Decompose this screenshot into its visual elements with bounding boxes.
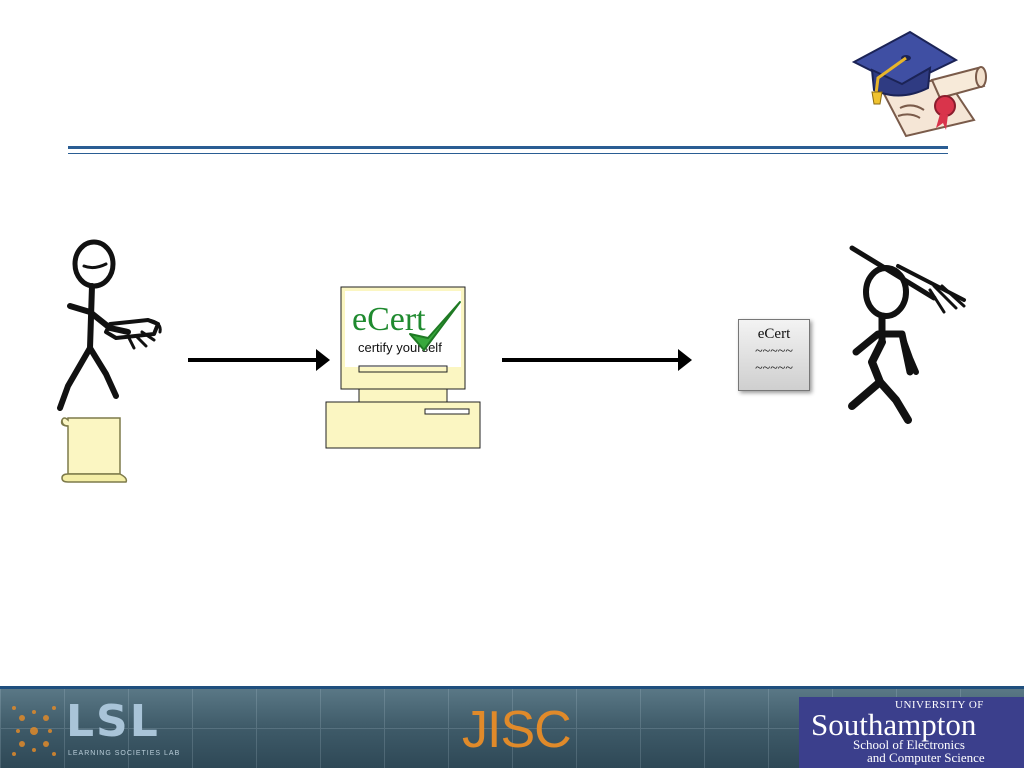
jisc-logo: JISC	[462, 701, 572, 759]
certificate-line: ~~~~~	[755, 344, 793, 359]
graduation-cap-diploma-icon	[851, 30, 987, 138]
title-rule-thick	[68, 146, 948, 149]
school-line-2: and Computer Science	[867, 750, 985, 765]
graduate-stick-figure-icon	[848, 245, 966, 424]
scroll-icon	[60, 417, 128, 483]
arrow-icon	[502, 349, 692, 371]
southampton-logo: UNIVERSITY OF Southampton School of Elec…	[799, 697, 1024, 768]
lsl-subtitle: LEARNING SOCIETIES LAB	[68, 750, 181, 757]
school-line-1: School of Electronics	[853, 737, 965, 752]
southampton-name: Southampton	[811, 707, 977, 742]
university-of-label: UNIVERSITY OF	[895, 699, 984, 711]
footer-top-rule	[0, 686, 1024, 689]
lsl-logo: LSL	[66, 696, 160, 747]
stick-figure-icon	[57, 239, 162, 411]
screen-title: eCert	[352, 301, 426, 338]
lsl-sparkle-icon	[12, 706, 56, 756]
certificate-icon: eCert ~~~~~ ~~~~~	[738, 319, 810, 391]
title-rule-thin	[68, 153, 948, 154]
computer-icon	[325, 286, 481, 449]
checkmark-icon	[409, 301, 461, 351]
certificate-line: ~~~~~	[755, 361, 793, 376]
certificate-title: eCert	[757, 326, 791, 342]
arrow-icon	[188, 349, 330, 371]
